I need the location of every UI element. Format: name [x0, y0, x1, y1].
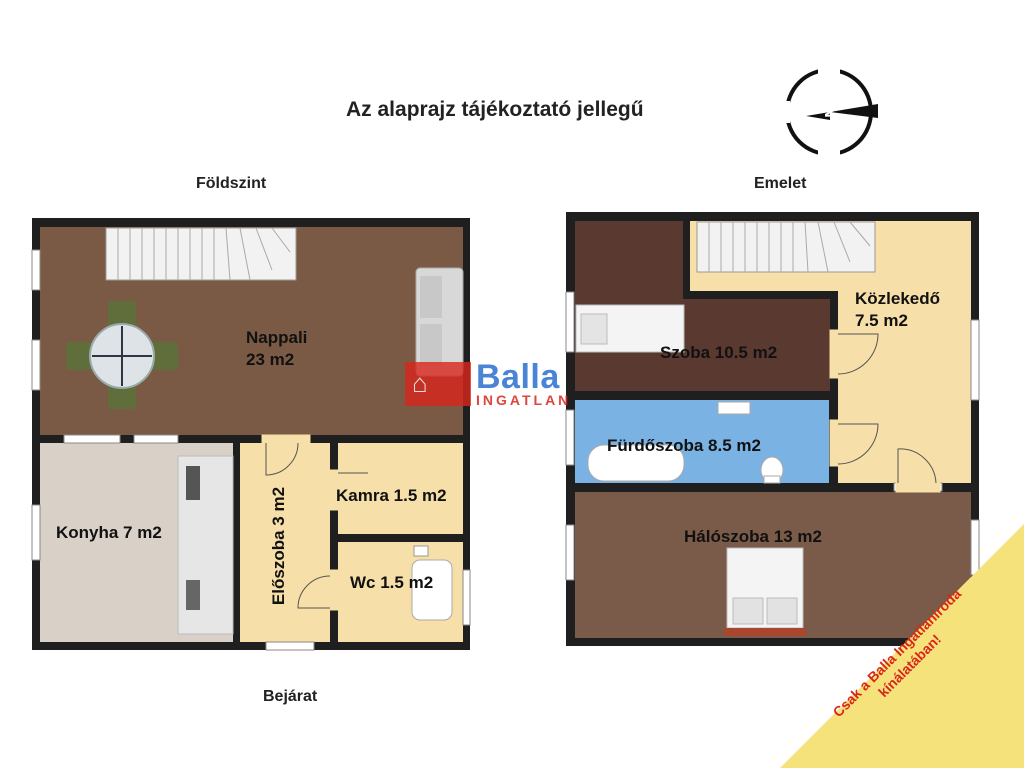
page-title: Az alaprajz tájékoztató jellegű [346, 98, 644, 121]
sofa [415, 267, 464, 377]
kozlekedo-name: Közlekedő [855, 289, 941, 308]
corner-ribbon [780, 524, 1024, 768]
ground-doors [261, 434, 368, 611]
eloszoba-floor [240, 443, 330, 642]
kozlekedo-area: 7.5 m2 [855, 311, 908, 330]
haloszoba-label: Hálószoba 13 m2 [684, 527, 822, 546]
watermark-logo-bottom: INGATLAN [476, 392, 572, 408]
ground-floor-label: Földszint [196, 175, 267, 192]
szoba-label: Szoba 10.5 m2 [660, 343, 778, 362]
furdoszoba-label: Fürdőszoba 8.5 m2 [607, 436, 761, 455]
nappali-name: Nappali [246, 328, 308, 347]
svg-text:⌂: ⌂ [412, 368, 428, 398]
nappali-label: Nappali 23 m2 [246, 327, 307, 371]
nappali-area: 23 m2 [246, 350, 295, 369]
upper-doors [829, 329, 941, 493]
dining-table [66, 301, 178, 409]
single-bed [575, 304, 685, 353]
kitchen-counter [177, 455, 234, 635]
upper-floor [565, 212, 980, 646]
bath-fixtures [587, 401, 784, 484]
svg-text:N: N [823, 106, 840, 118]
kamra-floor [338, 443, 463, 534]
ground-staircase [105, 227, 297, 281]
eloszoba-label: Előszoba 3 m2 [269, 486, 288, 606]
ground-windows [31, 249, 471, 651]
upper-floor-label: Emelet [754, 175, 807, 192]
wc-fixtures [411, 545, 453, 621]
watermark-logo-top: Balla [476, 358, 560, 396]
upper-staircase [696, 221, 876, 273]
wc-label: Wc 1.5 m2 [350, 573, 434, 592]
entrance-label: Bejárat [263, 688, 318, 705]
upper-dark-area [575, 221, 683, 299]
compass-icon: N [780, 64, 878, 160]
ground-floor [31, 218, 471, 651]
kamra-label: Kamra 1.5 m2 [336, 486, 447, 505]
balla-logo-watermark: ⌂ [405, 362, 471, 406]
konyha-label: Konyha 7 m2 [56, 523, 162, 542]
double-bed [724, 547, 806, 636]
kozlekedo-label: Közlekedő 7.5 m2 [855, 288, 940, 332]
